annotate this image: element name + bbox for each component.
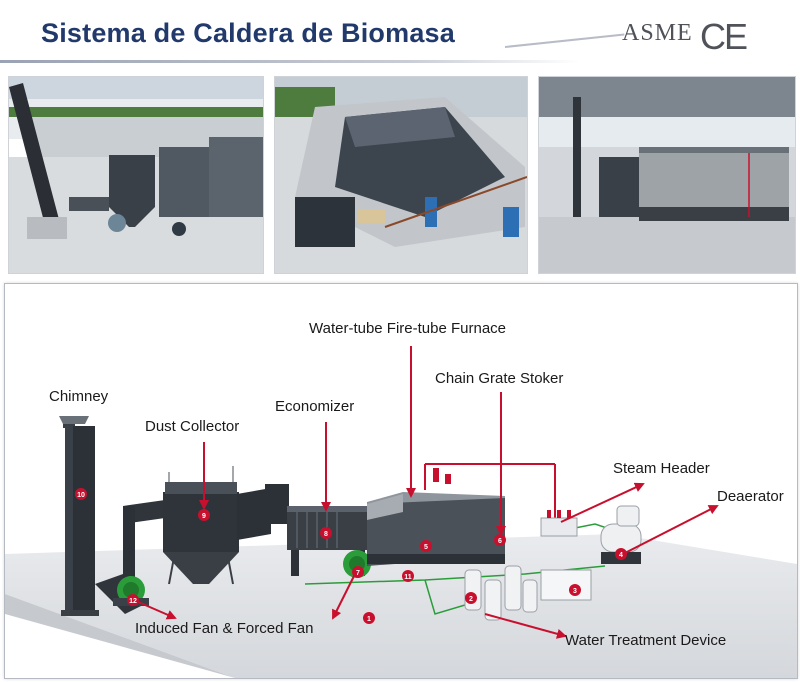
svg-text:6: 6 — [498, 538, 502, 545]
label-steam-header: Steam Header — [613, 460, 710, 477]
svg-text:2: 2 — [469, 596, 473, 603]
photo-strip — [8, 76, 796, 274]
arrow-water-treatment — [484, 613, 567, 639]
svg-text:11: 11 — [404, 574, 412, 581]
asme-logo: ASME — [622, 20, 693, 46]
boiler-system-diagram: 1 2 3 4 5 6 7 8 9 10 11 12 Water-tube Fi… — [4, 283, 798, 679]
label-furnace: Water-tube Fire-tube Furnace — [309, 320, 507, 337]
marker-1: 1 — [363, 612, 375, 624]
certification-logos: ASME CE — [612, 16, 762, 66]
number-markers: 1 2 3 4 5 6 7 8 9 10 11 12 — [75, 488, 627, 624]
label-chimney: Chimney — [49, 388, 109, 405]
marker-11: 11 — [402, 570, 414, 582]
label-water-treatment: Water Treatment Device — [565, 632, 727, 649]
marker-10: 10 — [75, 488, 87, 500]
label-deaerator: Deaerator — [717, 488, 784, 505]
arrow-steam-header — [560, 482, 645, 523]
svg-text:10: 10 — [77, 492, 85, 499]
forced-fan-shape — [343, 550, 371, 578]
water-treatment-shape — [464, 565, 592, 621]
marker-5: 5 — [420, 540, 432, 552]
furnace-shape — [367, 463, 556, 566]
page-title: Sistema de Caldera de Biomasa — [41, 18, 455, 48]
marker-7: 7 — [352, 566, 364, 578]
title-underline — [0, 60, 580, 63]
page-header: Sistema de Caldera de Biomasa ASME CE — [0, 0, 800, 70]
svg-text:7: 7 — [356, 570, 360, 577]
marker-2: 2 — [465, 592, 477, 604]
svg-text:4: 4 — [619, 552, 623, 559]
steam-header-shape — [540, 510, 578, 537]
marker-9: 9 — [198, 509, 210, 521]
title-underline-accent — [504, 33, 625, 48]
marker-6: 6 — [494, 534, 506, 546]
svg-text:12: 12 — [129, 598, 137, 605]
marker-3: 3 — [569, 584, 581, 596]
svg-text:1: 1 — [367, 616, 371, 623]
photo-boiler-top-view — [274, 76, 528, 274]
svg-text:8: 8 — [324, 531, 328, 538]
arrow-forced-fan — [332, 573, 356, 620]
label-dust-collector: Dust Collector — [145, 418, 240, 435]
svg-text:5: 5 — [424, 544, 428, 551]
marker-12: 12 — [127, 594, 139, 606]
label-fans: Induced Fan & Forced Fan — [135, 620, 314, 637]
arrow-deaerator — [622, 505, 719, 555]
duct-to-economizer — [237, 488, 271, 540]
chimney-shape — [59, 416, 99, 616]
svg-text:9: 9 — [202, 513, 206, 520]
ce-logo: CE — [700, 16, 748, 57]
photo-dust-collector-site — [8, 76, 264, 274]
label-chain-grate: Chain Grate Stoker — [435, 370, 564, 387]
svg-text:3: 3 — [573, 588, 577, 595]
marker-4: 4 — [615, 548, 627, 560]
label-economizer: Economizer — [275, 398, 355, 415]
photo-boiler-side-view — [538, 76, 796, 274]
marker-8: 8 — [320, 527, 332, 539]
